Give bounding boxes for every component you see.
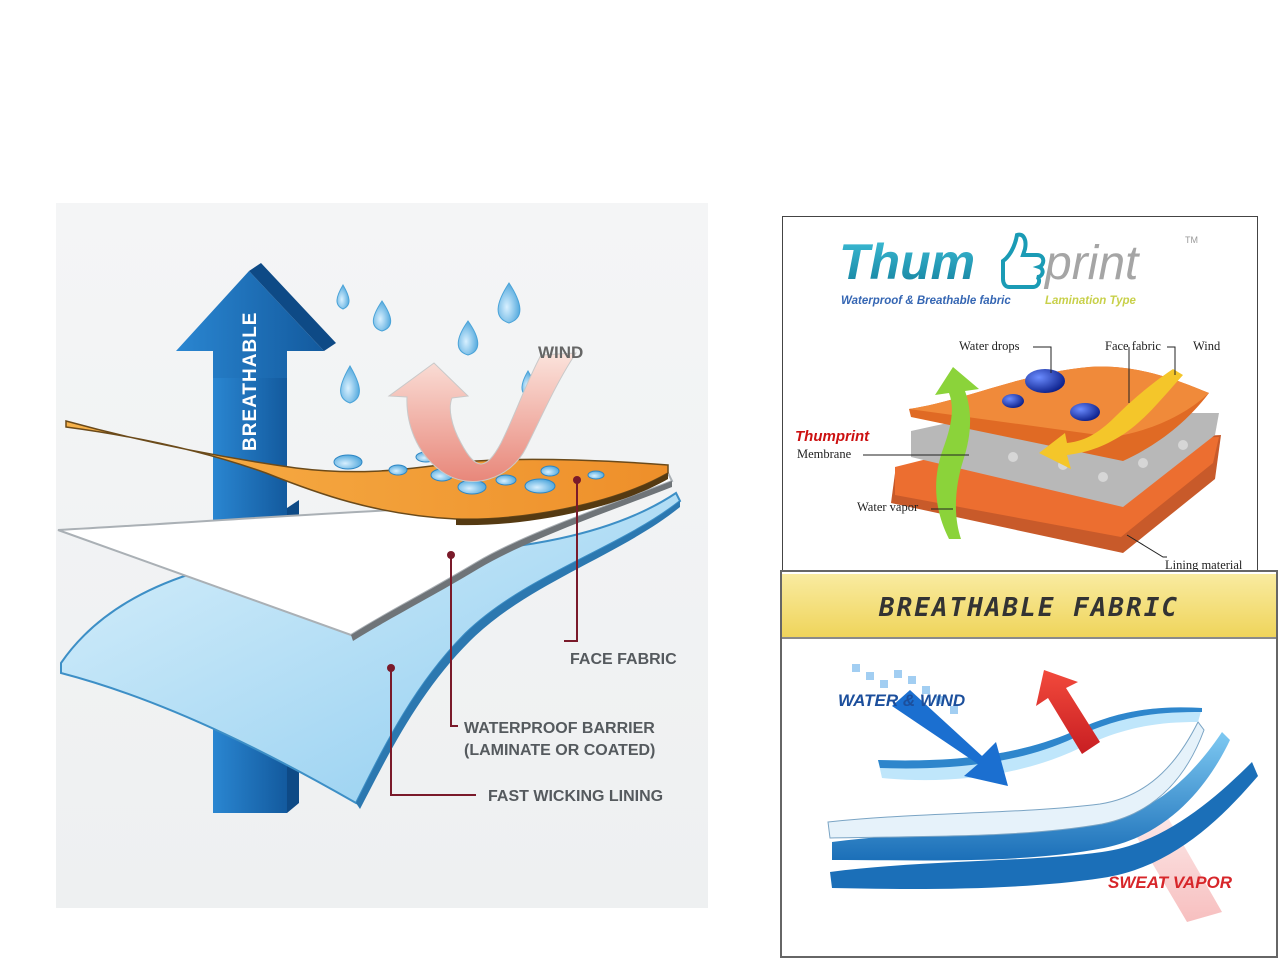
wind-arrow-icon: WIND <box>387 343 583 482</box>
layered-fabric-illustration: BREATHABLE WIND <box>57 263 682 813</box>
trademark: TM <box>1185 235 1198 245</box>
sweat-vapor-arrow-icon <box>1036 670 1100 754</box>
breathable-arrow: BREATHABLE <box>176 263 336 513</box>
title-banner <box>782 574 1276 638</box>
banner-title: BREATHABLE FABRIC <box>878 593 1179 623</box>
callout-lines <box>863 346 1176 558</box>
leader-lines <box>390 480 578 796</box>
fabric-layers <box>827 707 1258 889</box>
layered-fabric-diagram: BREATHABLE WIND <box>56 203 708 908</box>
face-fabric-label: FACE FABRIC <box>570 651 677 668</box>
water-drops-label: Water drops <box>959 339 1020 353</box>
wind-label: Wind <box>1193 339 1221 353</box>
membrane-label: Membrane <box>797 447 852 461</box>
thumbprint-illustration: Thum print TM Waterproof & Breathable fa… <box>795 232 1243 572</box>
wind-label: WIND <box>538 343 583 362</box>
brand-part1: Thum <box>839 234 975 290</box>
barrier-label-line1: WATERPROOF BARRIER <box>464 720 655 737</box>
water-vapor-label: Water vapor <box>857 500 919 514</box>
brand-part2: print <box>1043 237 1140 290</box>
lining-material-label: Lining material <box>1165 558 1243 572</box>
water-wind-label: WATER & WIND <box>838 691 965 710</box>
thumbprint-diagram: Thum print TM Waterproof & Breathable fa… <box>782 216 1258 574</box>
water-vapor-arrow-icon <box>935 367 979 539</box>
water-drops-icon <box>1002 369 1100 421</box>
breathable-fabric-diagram: BREATHABLE FABRIC WATER & WIND SWEAT VAP… <box>780 570 1278 958</box>
face-fabric-label: Face fabric <box>1105 339 1161 353</box>
tagline-part1: Waterproof & Breathable fabric <box>841 295 1011 307</box>
breathable-fabric-illustration: BREATHABLE FABRIC WATER & WIND SWEAT VAP… <box>782 574 1276 922</box>
thumbs-up-icon <box>1001 232 1046 289</box>
sweat-vapor-label: SWEAT VAPOR <box>1108 873 1233 892</box>
lining-label: FAST WICKING LINING <box>488 788 663 805</box>
wind-arrow-icon <box>1039 369 1183 469</box>
water-drops-icon <box>336 282 535 404</box>
membrane-brand: Thumprint <box>795 428 870 445</box>
breathable-arrow-label: BREATHABLE <box>240 312 261 451</box>
barrier-label-line2: (LAMINATE OR COATED) <box>464 742 655 759</box>
water-wind-arrow-icon <box>852 664 1008 786</box>
tagline-part2: Lamination Type <box>1045 295 1137 307</box>
